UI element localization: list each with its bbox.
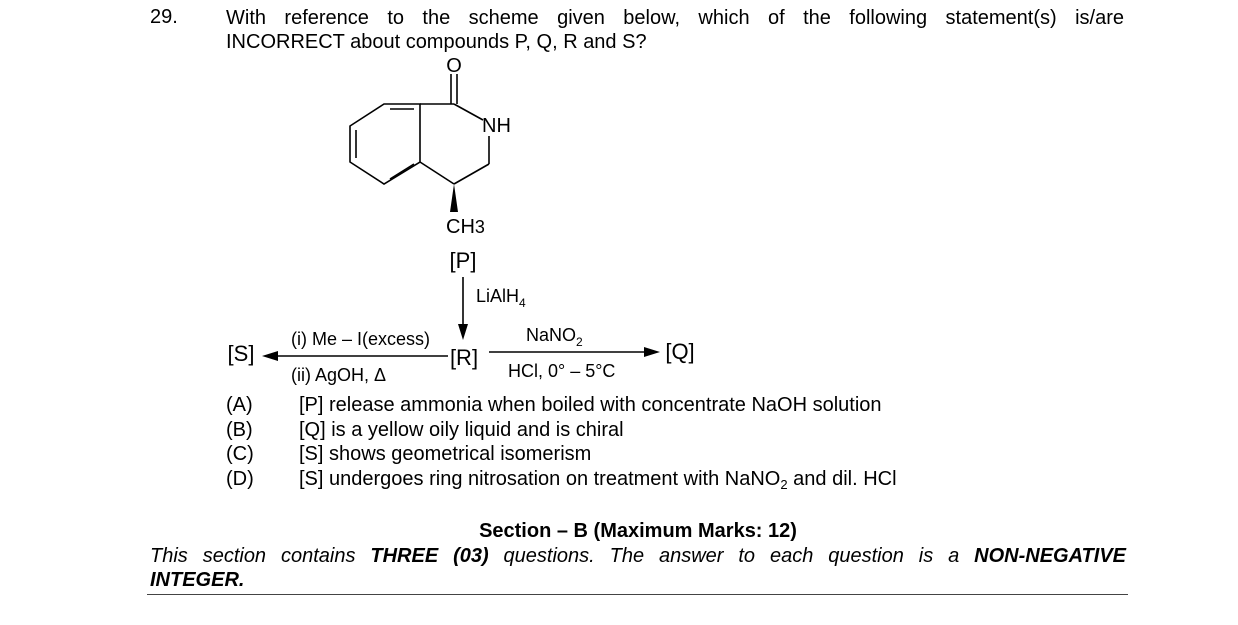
section-title: Section – B (Maximum Marks: 12) xyxy=(479,520,797,542)
arrow-head-left xyxy=(262,351,278,361)
option-d[interactable]: (D) [S] undergoes ring nitrosation on tr… xyxy=(226,467,897,492)
option-text: [Q] is a yellow oily liquid and is chira… xyxy=(299,418,624,441)
reaction-scheme: O NH CH3 [P] LiAlH4 [R] NaNO2 HCl, 0° – … xyxy=(228,55,695,385)
atom-NH: NH xyxy=(482,115,511,137)
arrow-head-down xyxy=(458,324,468,340)
option-a[interactable]: (A) [P] release ammonia when boiled with… xyxy=(226,393,897,418)
option-label: (C) xyxy=(226,443,254,465)
benzene-ring xyxy=(349,103,421,185)
option-b[interactable]: (B) [Q] is a yellow oily liquid and is c… xyxy=(226,418,897,443)
reagent-nano2: NaNO2 xyxy=(526,325,583,349)
option-label: (D) xyxy=(226,467,254,490)
reagent-mei: (i) Me – I(excess) xyxy=(291,329,430,349)
option-text: [P] release ammonia when boiled with con… xyxy=(299,394,882,416)
reagent-hcl: HCl, 0° – 5°C xyxy=(508,361,615,381)
section-intro: This section contains THREE (03) questio… xyxy=(150,545,1126,567)
section-intro-end: INTEGER. xyxy=(150,569,245,591)
option-text: [S] undergoes ring nitrosation on treatm… xyxy=(299,467,897,492)
options-list: (A) [P] release ammonia when boiled with… xyxy=(226,393,897,491)
label-P: [P] xyxy=(450,248,477,273)
label-S: [S] xyxy=(228,341,255,366)
option-label: (B) xyxy=(226,418,253,441)
label-Q: [Q] xyxy=(665,339,694,364)
question-text-line2: INCORRECT about compounds P, Q, R and S? xyxy=(226,31,647,53)
question-number: 29. xyxy=(150,6,178,28)
option-c[interactable]: (C) [S] shows geometrical isomerism xyxy=(226,442,897,467)
option-text: [S] shows geometrical isomerism xyxy=(299,443,592,465)
option-label: (A) xyxy=(226,394,253,416)
section-divider xyxy=(147,594,1128,595)
arrow-head-right xyxy=(644,347,660,357)
atom-CH3: CH3 xyxy=(446,216,485,238)
wedge-bond xyxy=(450,184,458,212)
atom-O: O xyxy=(446,55,462,77)
reagent-lialh4: LiAlH4 xyxy=(476,286,526,310)
reagent-agoh: (ii) AgOH, Δ xyxy=(291,365,386,385)
question-text-line1: With reference to the scheme given below… xyxy=(226,7,1124,29)
lactam-ring xyxy=(419,74,490,185)
label-R: [R] xyxy=(450,345,478,370)
